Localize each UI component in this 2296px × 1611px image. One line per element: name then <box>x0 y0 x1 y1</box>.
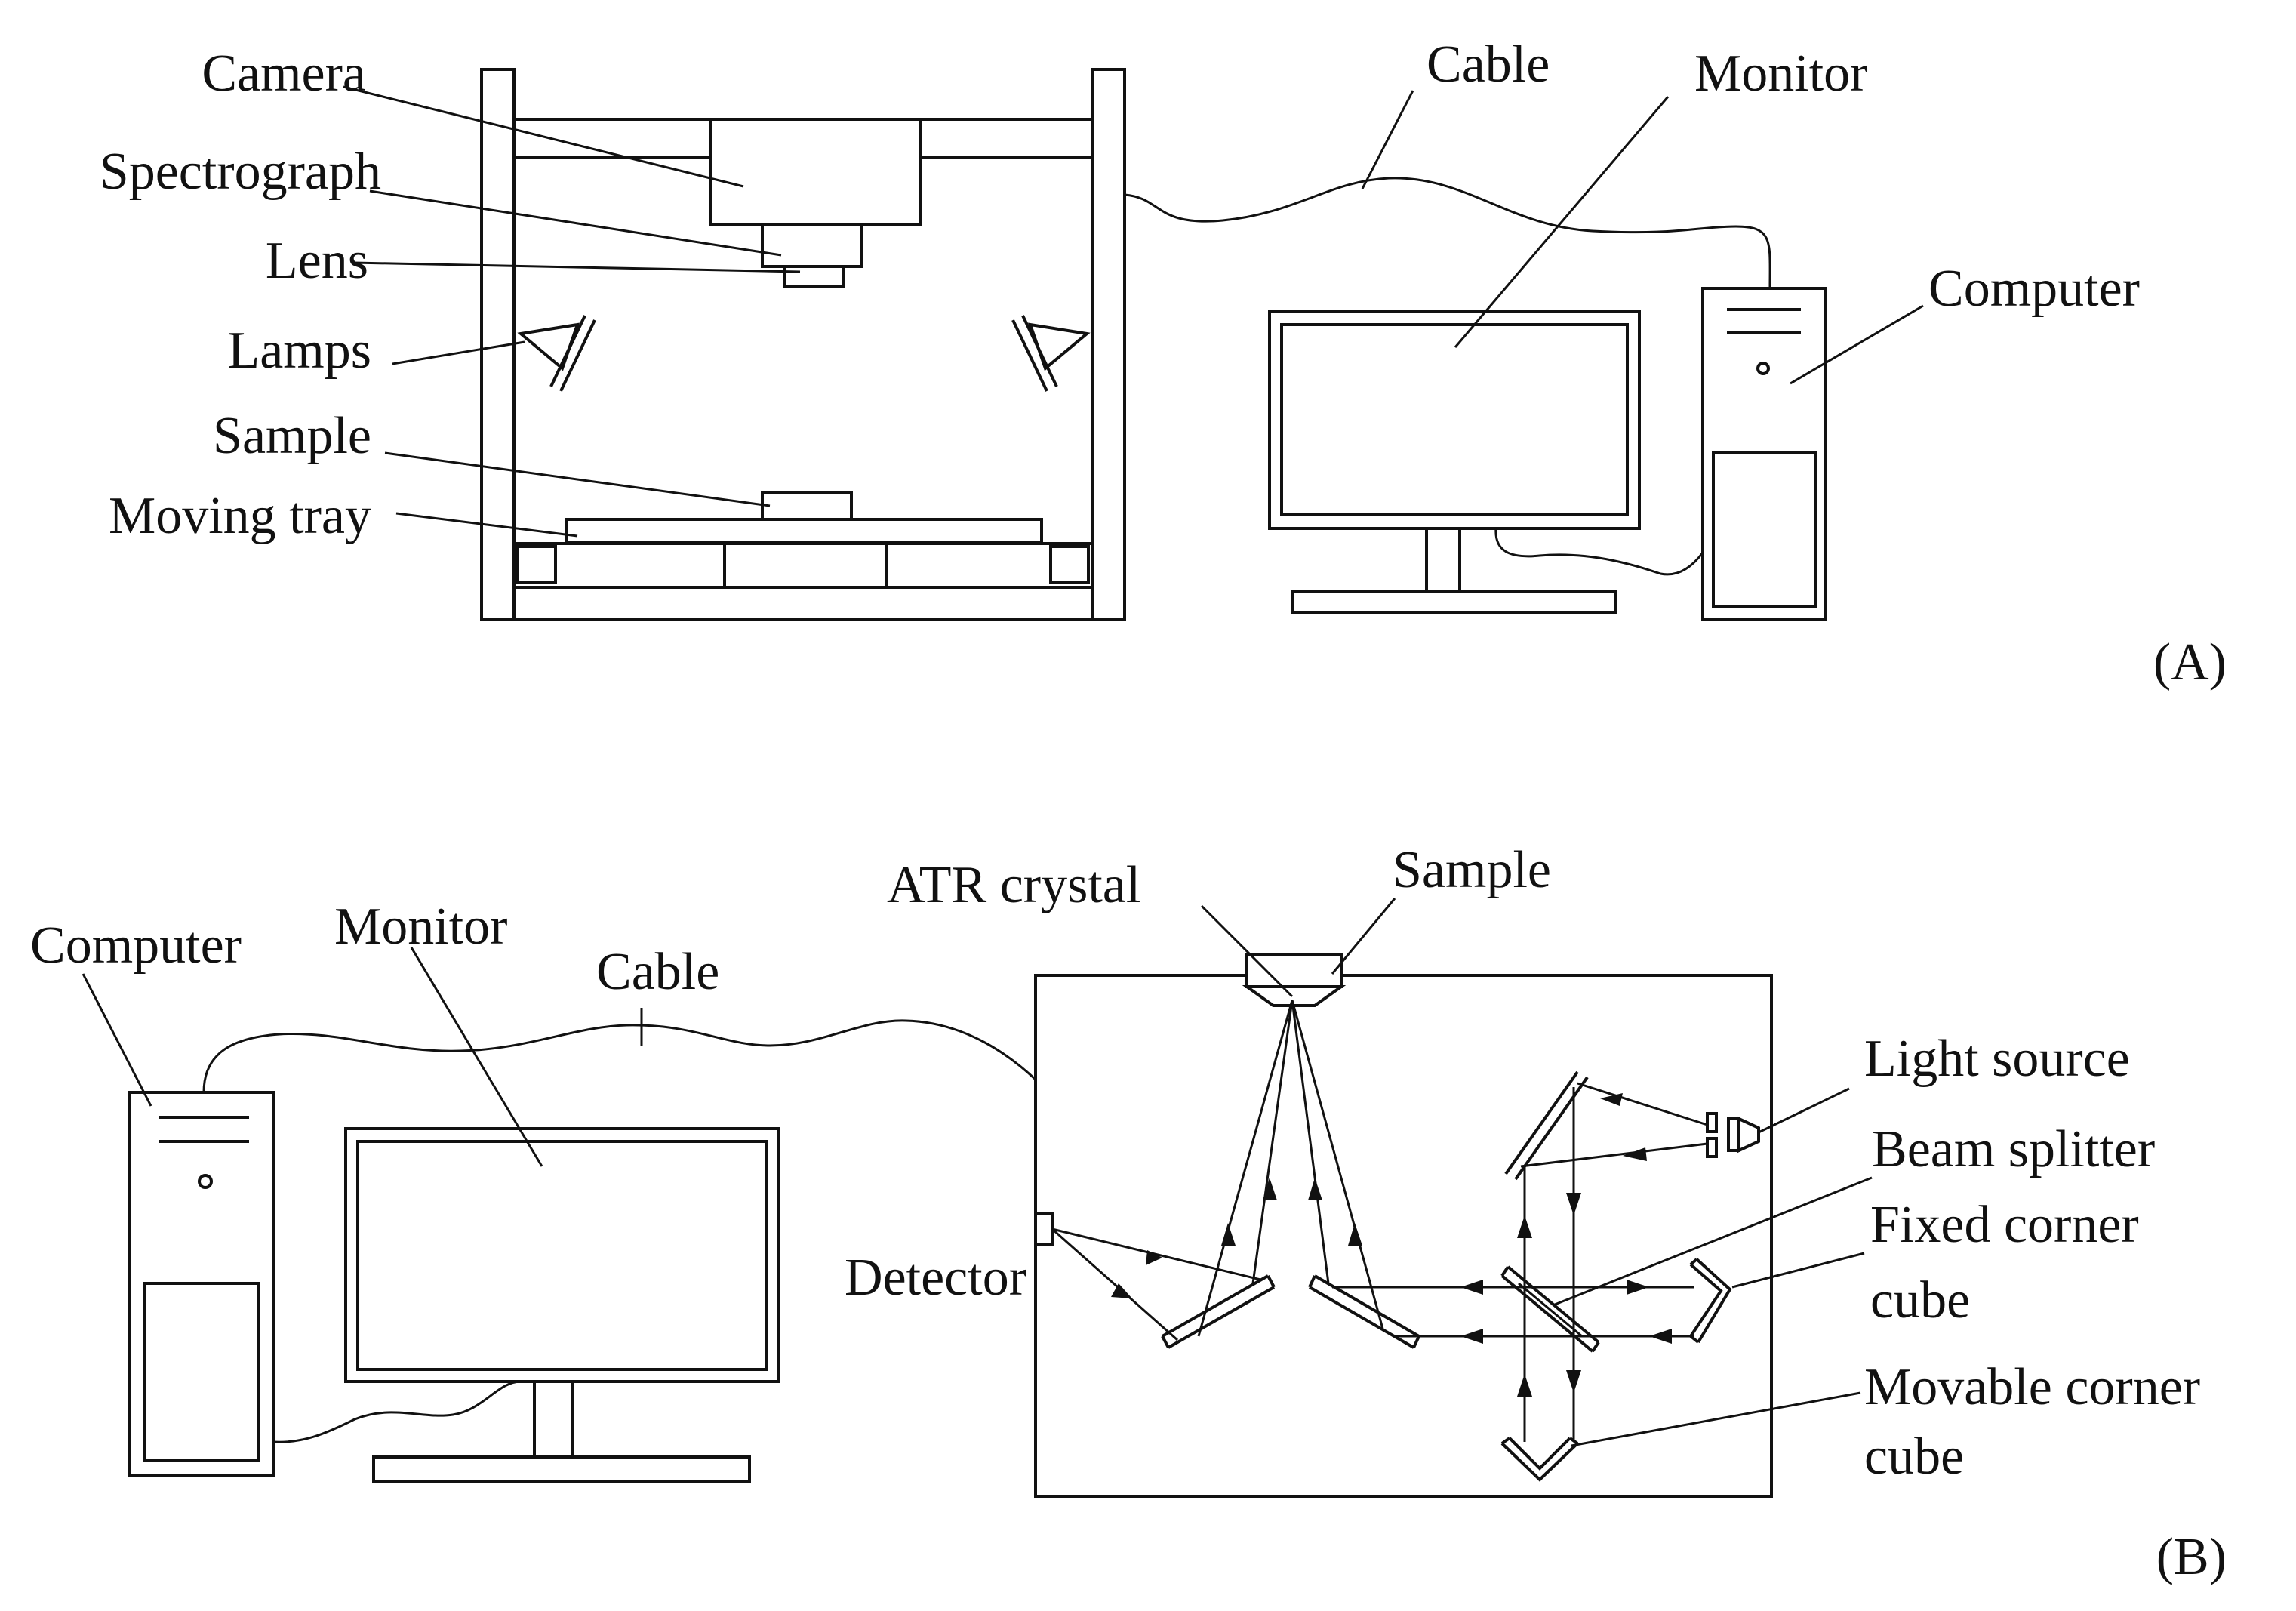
cable-b <box>202 1019 1037 1093</box>
top-fold-mirror <box>1504 1070 1589 1181</box>
panel-a-tag: (A) <box>2153 633 2227 692</box>
monitor-a-icon <box>1268 310 1704 614</box>
label-movable-corner-cube: Movable corner <box>1864 1358 2200 1416</box>
detector-icon <box>1034 1212 1054 1246</box>
panel-b-leaders <box>82 898 1873 1447</box>
label-computer-a: Computer <box>1928 260 2140 318</box>
atr-crystal <box>1242 985 1347 1007</box>
light-source-icon <box>1706 1112 1760 1158</box>
label-computer-b: Computer <box>30 916 242 975</box>
label-monitor-b: Monitor <box>334 898 507 956</box>
label-monitor-a: Monitor <box>1694 45 1867 103</box>
fixed-corner-cube-icon <box>1689 1258 1732 1344</box>
computer-a-icon <box>1701 287 1827 621</box>
label-light-source: Light source <box>1864 1030 2130 1088</box>
lamp-right-icon <box>1011 315 1091 392</box>
movable-corner-cube-icon <box>1500 1437 1579 1482</box>
sample-a <box>761 491 853 521</box>
panel-a-leaders <box>343 85 1924 538</box>
spectrometer-box <box>1034 974 1773 1498</box>
label-camera: Camera <box>202 45 366 103</box>
sample-b <box>1245 953 1343 988</box>
label-detector: Detector <box>845 1249 1026 1307</box>
lens-body <box>783 265 845 288</box>
label-movable-corner-cube-2: cube <box>1864 1428 1964 1486</box>
label-sample-a: Sample <box>213 407 371 465</box>
panel-b-tag: (B) <box>2156 1528 2227 1586</box>
computer-b-icon <box>128 1091 275 1477</box>
cable-a <box>1124 177 1771 289</box>
label-fixed-corner-cube: Fixed corner <box>1870 1196 2139 1254</box>
camera-body <box>709 118 922 226</box>
label-beam-splitter: Beam splitter <box>1872 1120 2155 1178</box>
spectrograph-body <box>761 223 863 268</box>
beam-paths <box>1051 1000 1708 1442</box>
label-moving-tray: Moving tray <box>109 487 371 545</box>
lamp-left-icon <box>517 315 596 392</box>
left-parabolic-mirror <box>1161 1274 1276 1349</box>
label-spectrograph: Spectrograph <box>100 143 381 201</box>
panel-b: Computer Monitor Cable ATR crystal Sampl… <box>30 841 2227 1586</box>
beam-splitter-icon <box>1500 1265 1600 1353</box>
beam-arrows <box>1111 1093 1672 1397</box>
moving-tray <box>565 518 1043 544</box>
label-atr-crystal: ATR crystal <box>887 856 1140 914</box>
label-fixed-corner-cube-2: cube <box>1870 1271 1970 1329</box>
label-lens: Lens <box>266 232 368 290</box>
label-cable-b: Cable <box>596 943 719 1001</box>
monitor-b-icon <box>272 1127 780 1483</box>
label-sample-b: Sample <box>1393 841 1551 899</box>
panel-a: Camera Spectrograph Lens Lamps Sample Mo… <box>100 35 2227 692</box>
label-lamps: Lamps <box>227 322 371 380</box>
label-cable-a: Cable <box>1427 35 1550 94</box>
right-parabolic-mirror <box>1308 1274 1420 1349</box>
